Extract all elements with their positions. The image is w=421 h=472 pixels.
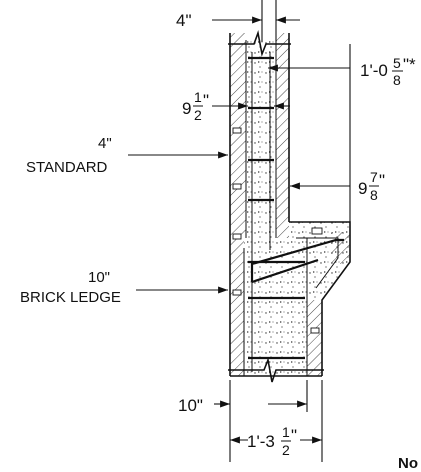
ledge-inner-outline (296, 237, 339, 376)
total-dim-denominator: 2 (282, 442, 290, 458)
dimension-total: 1'-3 1 2 " (230, 380, 323, 462)
dimension-right-overall: 1'-0 5 8 "* (268, 44, 416, 222)
dimension-left-9-half: 9 1 2 " (182, 89, 290, 123)
ledge-name: BRICK LEDGE (20, 289, 121, 306)
mid-dim-whole: 9 (358, 179, 367, 198)
right-dim-denominator: 8 (393, 72, 401, 88)
mid-dim-tail: " (379, 171, 385, 190)
right-dim-numerator: 5 (393, 55, 401, 71)
dimension-bottom-10in: 10" (178, 380, 308, 462)
left-dim-denominator: 2 (194, 107, 202, 123)
left-dim-tail: " (203, 91, 209, 110)
wall-outline-left-inner (243, 40, 247, 376)
total-dim-whole: 1'-3 (247, 432, 275, 451)
wall-section (228, 29, 351, 383)
rebar-ledge-hook (250, 238, 344, 284)
dimension-top-4in: 4" (176, 0, 300, 42)
mid-dim-denominator: 8 (370, 187, 378, 203)
concrete-core-lower (244, 238, 307, 376)
left-dim-whole: 9 (182, 99, 191, 118)
concrete-core-upper (246, 40, 276, 238)
rebar-vertical (251, 52, 271, 372)
break-line-bottom (228, 357, 324, 383)
callout-standard: 4" STANDARD (26, 135, 228, 176)
callout-brick-ledge: 10" BRICK LEDGE (20, 269, 228, 306)
interior-face-upper (276, 33, 289, 238)
bottom-dim-label: 10" (178, 396, 203, 415)
left-dim-numerator: 1 (194, 89, 202, 105)
wall-ties (232, 127, 323, 334)
mid-dim-numerator: 7 (370, 169, 378, 185)
dimension-mid-9-seven-eighths: 9 7 8 " (290, 169, 385, 203)
right-dim-tail: "* (403, 55, 416, 74)
note-text: No (398, 455, 418, 472)
total-dim-tail: " (291, 426, 297, 445)
brick-veneer-lower (230, 248, 244, 376)
total-dim-numerator: 1 (282, 424, 290, 440)
standard-size: 4" (98, 135, 112, 152)
break-line-top (228, 29, 291, 57)
right-dim-whole: 1'-0 (360, 61, 388, 80)
brick-veneer-upper (230, 33, 246, 248)
ledge-outline (289, 221, 351, 376)
standard-name: STANDARD (26, 159, 108, 176)
interior-face-lower (307, 300, 322, 376)
top-dim-label: 4" (176, 11, 192, 30)
ledge-hatch (331, 232, 350, 264)
ledge-size: 10" (88, 269, 110, 286)
